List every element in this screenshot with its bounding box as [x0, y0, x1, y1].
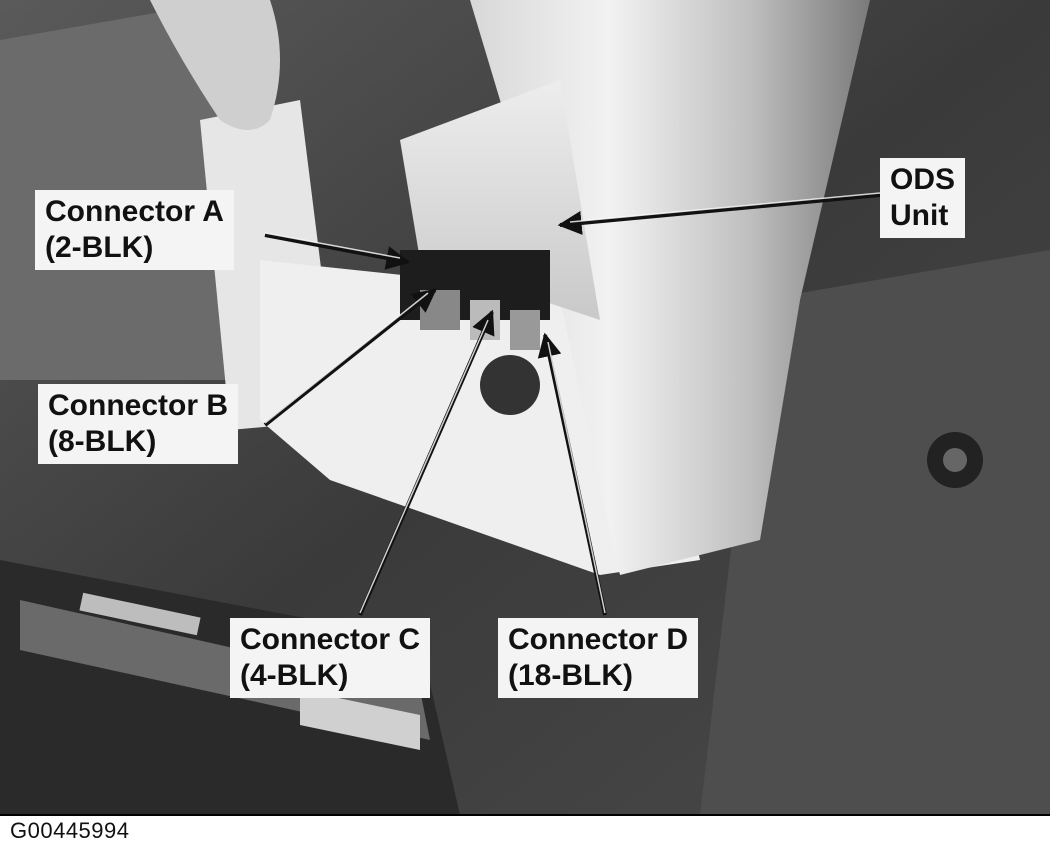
- label-connector-b-line2: (8-BLK): [48, 425, 157, 458]
- label-connector-a-line1: Connector A: [45, 195, 224, 228]
- label-connector-a: Connector A (2-BLK): [35, 190, 234, 270]
- arrow-connector-a: [264, 233, 411, 270]
- figure-id-caption: G00445994: [10, 818, 130, 843]
- label-connector-d-line2: (18-BLK): [508, 659, 633, 692]
- label-connector-d: Connector D (18-BLK): [498, 618, 698, 698]
- arrow-ods: [557, 193, 881, 235]
- label-ods-unit: ODS Unit: [880, 158, 966, 238]
- label-connector-b: Connector B (8-BLK): [38, 384, 238, 464]
- label-ods-line2: Unit: [890, 199, 949, 232]
- label-connector-c-line1: Connector C: [240, 623, 420, 656]
- label-ods-line1: ODS: [890, 163, 956, 196]
- label-connector-d-line1: Connector D: [508, 623, 688, 656]
- arrow-connector-b: [263, 288, 437, 427]
- label-connector-c-line2: (4-BLK): [240, 659, 349, 692]
- label-connector-c: Connector C (4-BLK): [230, 618, 430, 698]
- label-connector-b-line1: Connector B: [48, 389, 228, 422]
- label-connector-a-line2: (2-BLK): [45, 231, 154, 264]
